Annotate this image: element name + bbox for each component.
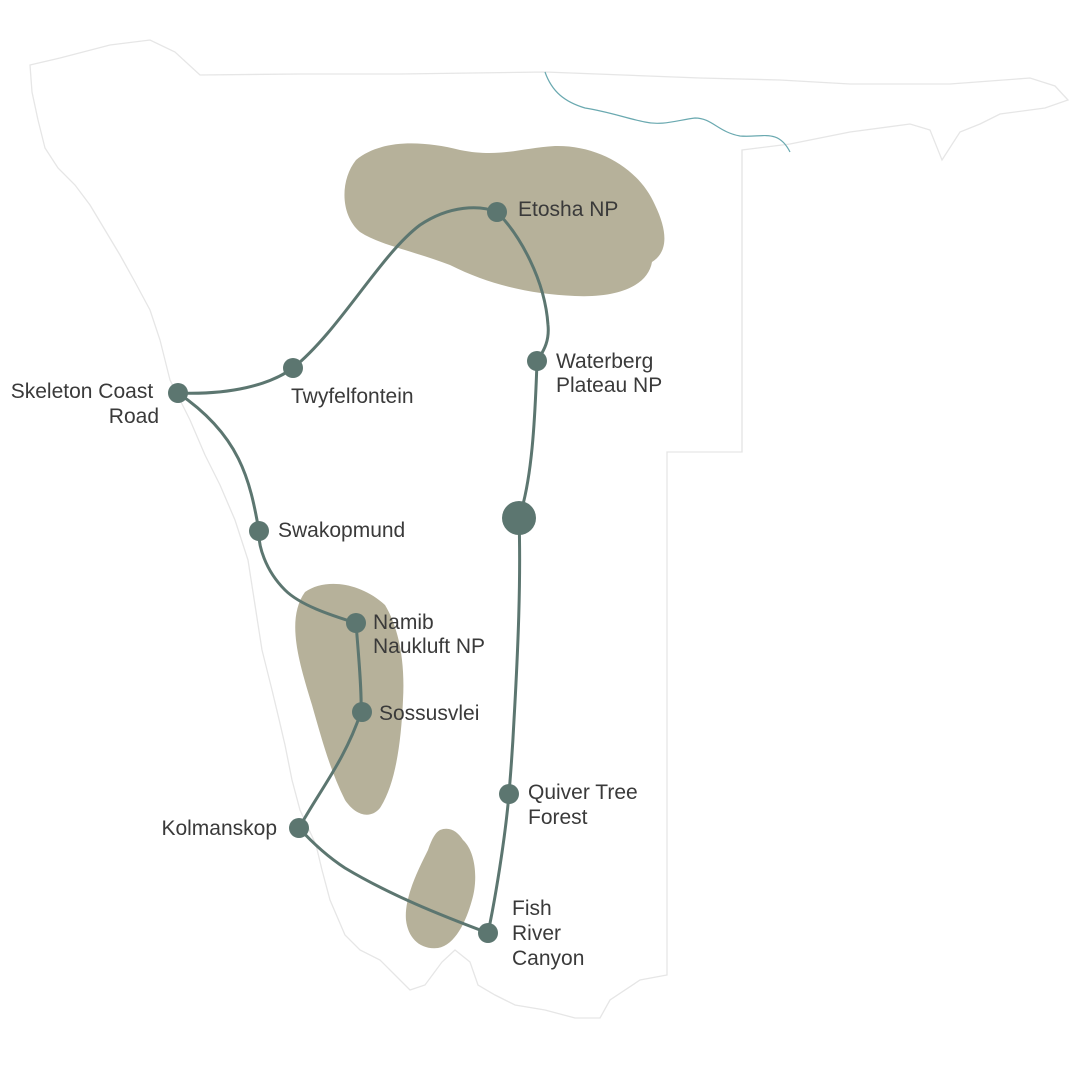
stop-marker[interactable] <box>168 383 188 403</box>
hub-marker[interactable] <box>502 501 536 535</box>
stop-marker[interactable] <box>478 923 498 943</box>
label-etosha: Etosha NP <box>518 198 618 221</box>
route-line <box>176 206 550 935</box>
label-sossusvlei: Sossusvlei <box>379 702 479 725</box>
label-kolmanskop: Kolmanskop <box>161 817 277 840</box>
stop-marker[interactable] <box>346 613 366 633</box>
river <box>544 71 791 153</box>
label-fish-river-canyon: Fish River Canyon <box>512 897 584 970</box>
park-fish-river <box>405 828 476 949</box>
stop-marker[interactable] <box>289 818 309 838</box>
park-namib-naukluft <box>295 583 404 815</box>
stop-marker[interactable] <box>249 521 269 541</box>
stop-marker[interactable] <box>487 202 507 222</box>
stop-marker[interactable] <box>499 784 519 804</box>
label-skeleton-coast-road: Skeleton Coast Road <box>11 380 159 428</box>
stop-marker[interactable] <box>352 702 372 722</box>
label-twyfelfontein: Twyfelfontein <box>291 385 414 408</box>
stop-marker[interactable] <box>283 358 303 378</box>
stop-marker[interactable] <box>527 351 547 371</box>
label-waterberg: Waterberg Plateau NP <box>556 350 662 397</box>
label-quiver-tree: Quiver Tree Forest <box>528 781 644 829</box>
label-swakopmund: Swakopmund <box>278 519 405 542</box>
label-namib-naukluft: Namib Naukluft NP <box>373 611 485 658</box>
